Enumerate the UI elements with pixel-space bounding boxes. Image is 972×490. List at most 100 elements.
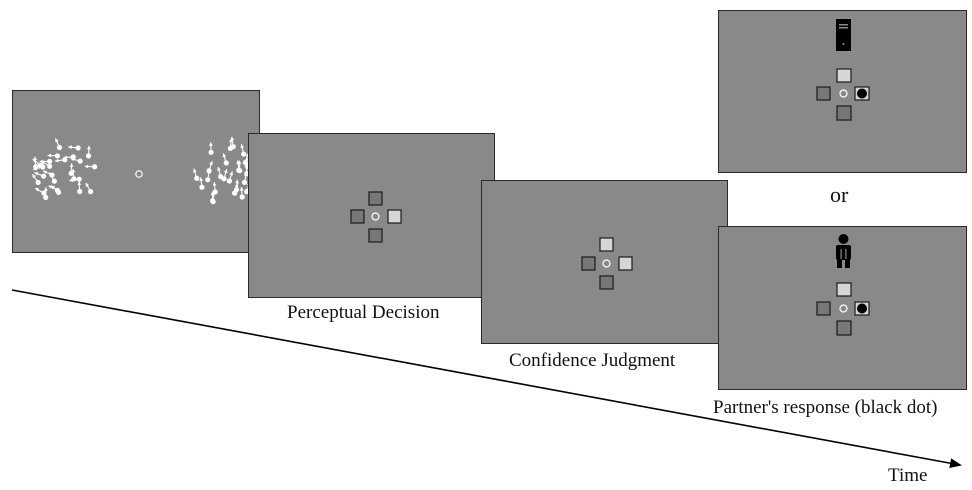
bottom-box[interactable] bbox=[836, 320, 852, 336]
caption-partner-response: Partner's response (black dot) bbox=[713, 397, 938, 418]
partner-computer-screen bbox=[718, 10, 967, 173]
top-box-selected[interactable] bbox=[836, 68, 852, 83]
motion-dot bbox=[88, 189, 94, 195]
motion-arrowhead bbox=[199, 177, 203, 182]
motion-arrowhead bbox=[32, 174, 36, 179]
motion-arrowhead bbox=[70, 157, 75, 162]
motion-arrowhead bbox=[243, 172, 248, 177]
motion-arrowhead bbox=[68, 145, 72, 150]
motion-dot bbox=[56, 189, 62, 195]
bottom-box[interactable] bbox=[599, 275, 614, 290]
top-box[interactable] bbox=[368, 191, 383, 206]
motion-arrowhead bbox=[223, 169, 228, 174]
right-box-selected[interactable] bbox=[387, 209, 402, 224]
fixation-point bbox=[135, 170, 143, 178]
bottom-box[interactable] bbox=[368, 228, 383, 243]
motion-arrowhead bbox=[33, 166, 38, 171]
motion-arrowhead bbox=[35, 188, 40, 192]
motion-dot bbox=[68, 170, 74, 176]
motion-dot bbox=[56, 144, 63, 151]
motion-arrowhead bbox=[47, 153, 52, 158]
motion-dot bbox=[75, 145, 81, 151]
motion-arrowhead bbox=[51, 185, 56, 190]
partner-human-screen bbox=[718, 226, 967, 390]
or-separator: or bbox=[830, 182, 849, 207]
motion-arrowhead bbox=[239, 187, 244, 191]
motion-dot bbox=[239, 194, 245, 200]
left-box[interactable] bbox=[581, 256, 596, 271]
motion-arrowhead bbox=[217, 166, 221, 171]
time-arrow bbox=[11, 289, 962, 469]
motion-arrowhead bbox=[55, 138, 59, 143]
motion-dot bbox=[199, 184, 205, 190]
left-box[interactable] bbox=[816, 301, 831, 316]
motion-dot bbox=[218, 174, 224, 180]
motion-arrowhead bbox=[193, 168, 197, 173]
motion-dot bbox=[241, 179, 248, 185]
fixation-point bbox=[371, 212, 380, 221]
motion-dot bbox=[47, 158, 53, 165]
motion-dot bbox=[76, 176, 82, 182]
motion-dot bbox=[208, 149, 214, 155]
motion-arrowhead bbox=[229, 171, 234, 176]
motion-dot bbox=[41, 173, 47, 179]
motion-dot bbox=[237, 168, 243, 174]
motion-arrowhead bbox=[244, 163, 249, 168]
motion-dot bbox=[85, 153, 92, 159]
left-box[interactable] bbox=[350, 209, 365, 224]
motion-dot bbox=[212, 189, 218, 195]
bottom-box[interactable] bbox=[836, 105, 852, 121]
time-label: Time bbox=[888, 465, 928, 486]
top-box-selected[interactable] bbox=[836, 282, 852, 297]
motion-arrowhead bbox=[85, 182, 90, 187]
motion-dot bbox=[206, 168, 212, 174]
partner-response-dot bbox=[857, 88, 867, 99]
motion-arrowhead bbox=[77, 181, 82, 186]
motion-dot bbox=[77, 158, 83, 164]
motion-dot bbox=[47, 163, 53, 169]
motion-arrowhead bbox=[43, 170, 48, 175]
motion-dot bbox=[230, 144, 236, 150]
motion-dot bbox=[77, 188, 83, 195]
motion-arrowhead bbox=[43, 187, 48, 191]
motion-arrowhead bbox=[210, 191, 215, 196]
motion-dot bbox=[205, 177, 211, 183]
caption-confidence-judgment: Confidence Judgment bbox=[509, 350, 676, 371]
motion-arrowhead bbox=[54, 158, 59, 163]
fixation-point bbox=[839, 304, 848, 313]
perceptual-decision-screen bbox=[248, 133, 495, 298]
person-icon bbox=[836, 234, 851, 268]
motion-dot bbox=[210, 199, 216, 205]
motion-dot bbox=[43, 194, 49, 200]
motion-arrowhead bbox=[39, 159, 44, 164]
motion-dot bbox=[35, 179, 41, 186]
motion-dot bbox=[51, 178, 57, 184]
motion-arrowhead bbox=[69, 163, 74, 167]
motion-arrowhead bbox=[222, 153, 227, 158]
motion-arrowhead bbox=[212, 181, 217, 186]
motion-arrowhead bbox=[84, 164, 89, 169]
motion-dot bbox=[41, 190, 47, 196]
top-box-selected[interactable] bbox=[599, 237, 614, 252]
left-dot-patch bbox=[31, 138, 98, 200]
caption-perceptual-decision: Perceptual Decision bbox=[287, 302, 440, 323]
fixation-point bbox=[839, 89, 848, 98]
motion-dot bbox=[62, 157, 68, 163]
left-box[interactable] bbox=[816, 86, 831, 101]
stimulus-screen bbox=[12, 90, 260, 253]
confidence-judgment-screen bbox=[481, 180, 728, 344]
motion-dot bbox=[54, 153, 61, 159]
motion-arrowhead bbox=[86, 145, 91, 150]
motion-dot bbox=[92, 164, 98, 170]
motion-arrowhead bbox=[32, 158, 37, 163]
motion-arrowhead bbox=[237, 160, 242, 165]
motion-dot bbox=[226, 178, 232, 184]
right-box-selected[interactable] bbox=[618, 256, 633, 271]
partner-response-dot bbox=[857, 303, 867, 314]
motion-arrowhead bbox=[208, 142, 213, 146]
computer-icon bbox=[836, 19, 851, 51]
fixation-point bbox=[602, 259, 611, 268]
motion-dot bbox=[223, 160, 229, 166]
motion-arrowhead bbox=[209, 161, 213, 166]
